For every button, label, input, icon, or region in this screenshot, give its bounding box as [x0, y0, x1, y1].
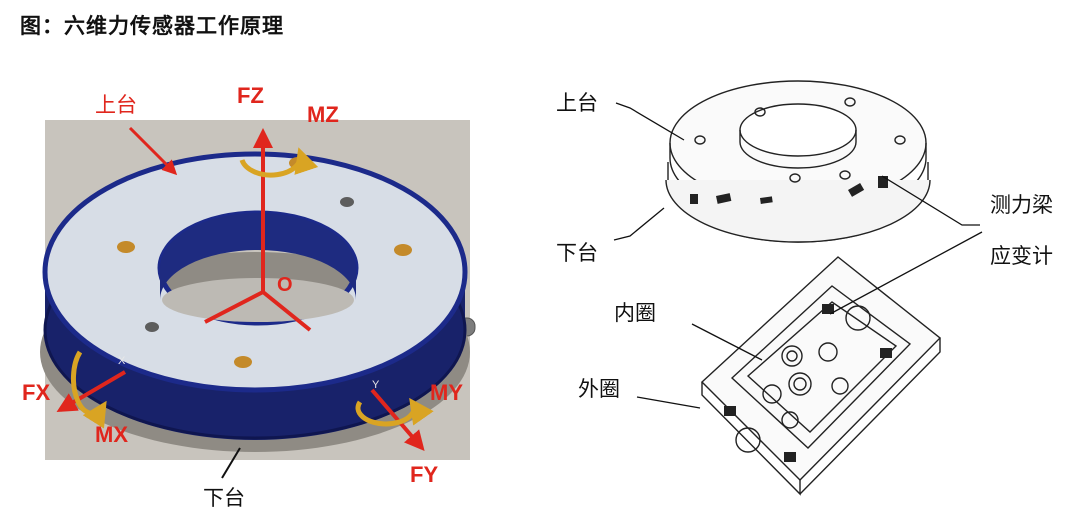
inner-bore-floor: [162, 278, 354, 322]
mount-hole: [340, 197, 354, 207]
label-upper-plate: 上台: [95, 93, 137, 117]
label-axis-y: Y: [372, 379, 380, 391]
my-moment-arrow: [355, 397, 434, 427]
mount-hole: [234, 356, 252, 368]
mount-hole: [117, 241, 135, 253]
figure-title: 图：六维力传感器工作原理: [20, 14, 284, 38]
right-upper-sensor: [665, 80, 931, 243]
fy-arrow: [370, 388, 425, 452]
label-origin: O: [277, 274, 293, 296]
label-right-lower-plate: 下台: [556, 241, 598, 265]
label-outer-ring: 外圈: [578, 377, 620, 401]
label-lower-plate: 下台: [203, 486, 245, 510]
axis-right: [261, 290, 312, 332]
label-inner-ring: 内圈: [614, 301, 656, 325]
inner-bore-wall: [160, 213, 356, 300]
lower-plate-pointer: [221, 447, 241, 479]
upper-plate-pointer: [128, 126, 178, 176]
fx-arrow: [56, 370, 127, 413]
lower-strain-gauge-marks: [724, 304, 892, 462]
axis-left: [204, 290, 264, 324]
label-fz: FZ: [237, 83, 264, 108]
mount-hole: [394, 244, 412, 256]
label-fy: FY: [410, 462, 438, 487]
mz-moment-arrow: [239, 147, 319, 178]
label-right-upper-plate: 上台: [556, 91, 598, 115]
label-mx: MX: [95, 422, 128, 447]
right-lower-plate: [700, 256, 942, 496]
right-leader-lines: [613, 102, 983, 409]
ring-side-wall: [45, 272, 465, 440]
label-mz: MZ: [307, 102, 339, 127]
label-fx: FX: [22, 380, 50, 405]
label-axis-x: X: [118, 355, 126, 367]
mx-moment-arrow: [70, 350, 107, 429]
label-strain-gauge: 应变计: [990, 244, 1053, 268]
mount-hole: [145, 322, 159, 332]
label-load-beam: 测力梁: [990, 193, 1053, 217]
strain-gauge-marks: [690, 176, 888, 204]
label-my: MY: [430, 380, 463, 405]
